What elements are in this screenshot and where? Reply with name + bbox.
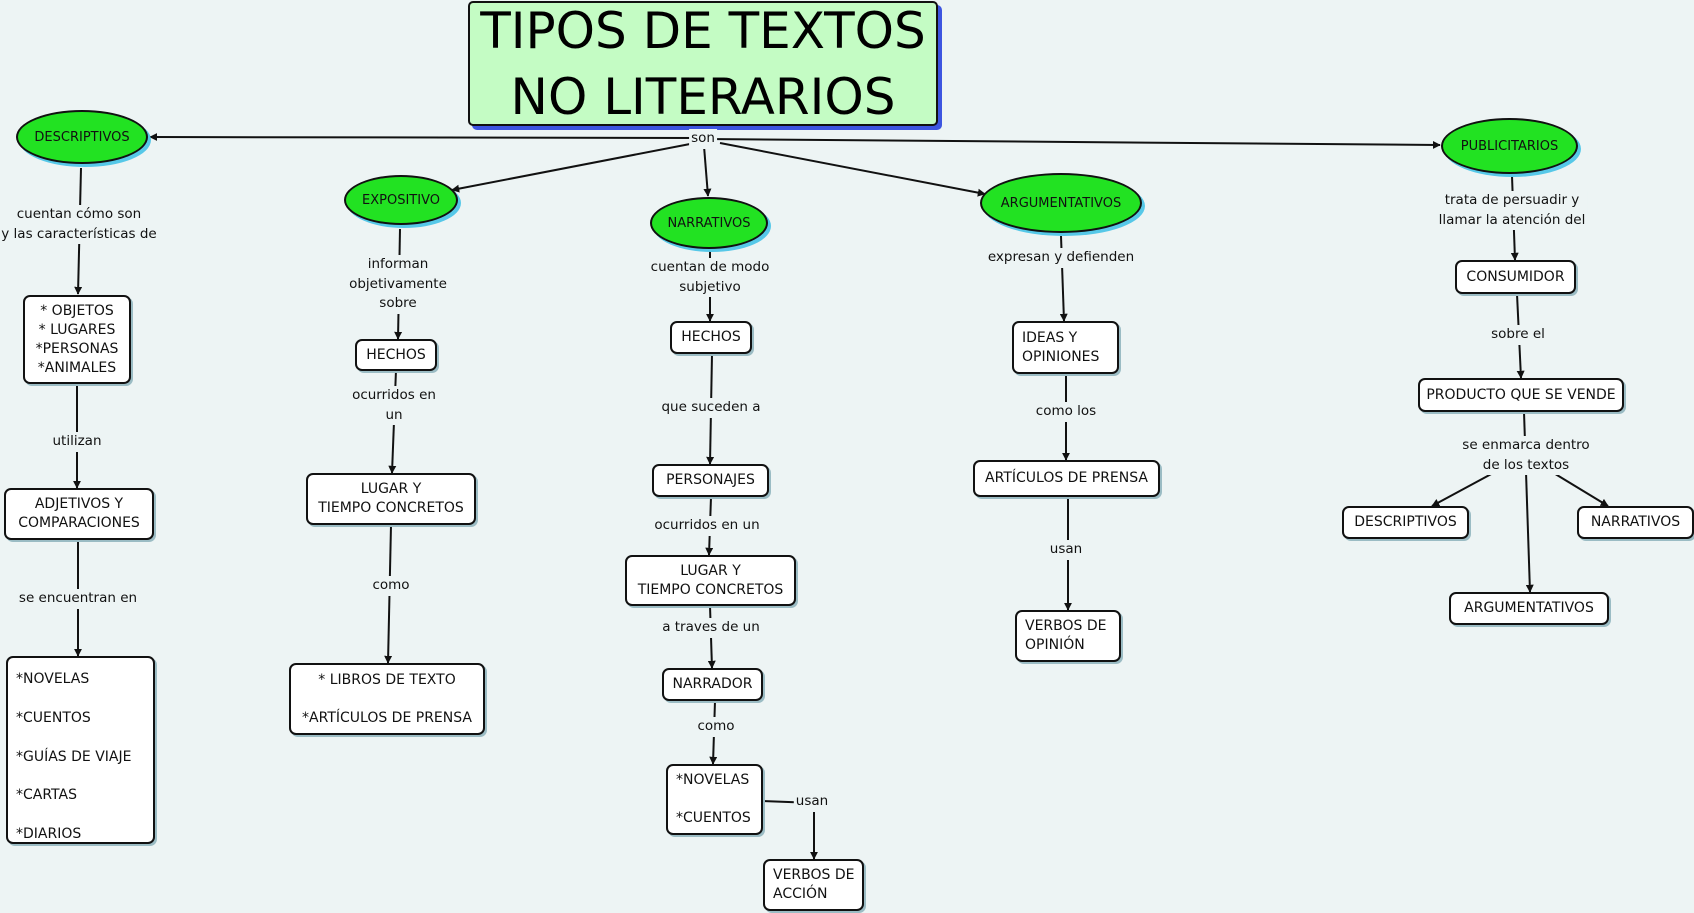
concept-node[interactable]: NARRADOR [662,668,763,701]
link-label: que suceden a [659,398,763,418]
category-expositivo[interactable]: EXPOSITIVO [344,175,458,225]
concept-node[interactable]: HECHOS [670,321,752,354]
link-root-expositivo [451,143,691,193]
link-label: informan objetivamente sobre [347,255,449,314]
link-label: usan [1047,540,1085,560]
category-publicitarios[interactable]: PUBLICITARIOS [1441,118,1578,174]
link-label: se enmarca dentro de los textos [1460,436,1592,475]
link-label: como [695,717,737,737]
concept-node[interactable]: * LIBROS DE TEXTO *ARTÍCULOS DE PRENSA [289,663,485,735]
category-narrativos[interactable]: NARRATIVOS [650,197,768,249]
concept-node[interactable]: PRODUCTO QUE SE VENDE [1418,378,1624,412]
link-label: como [370,576,412,596]
concept-node[interactable]: *NOVELAS *CUENTOS [666,764,763,835]
link-label: como los [1033,402,1099,422]
link-label: ocurridos en un [652,516,762,536]
concept-node[interactable]: LUGAR Y TIEMPO CONCRETOS [625,555,796,606]
concept-node[interactable]: LUGAR Y TIEMPO CONCRETOS [306,473,476,525]
link-root-narrativos [703,145,712,197]
link-root-descriptivos [149,133,701,142]
link-label: utilizan [50,432,104,452]
root-link-label: son [689,129,717,149]
concept-node[interactable]: ARGUMENTATIVOS [1449,592,1609,625]
concept-node[interactable]: NARRATIVOS [1577,506,1694,539]
link-label: trata de persuadir y llamar la atención … [1436,191,1588,230]
concept-node[interactable]: PERSONAJES [652,464,769,497]
concept-node[interactable]: *NOVELAS *CUENTOS *GUÍAS DE VIAJE *CARTA… [6,656,155,844]
concept-node[interactable]: VERBOS DE ACCIÓN [763,859,864,911]
concept-node[interactable]: VERBOS DE OPINIÓN [1015,610,1121,662]
link-label: sobre el [1489,325,1547,345]
link-label: ocurridos en un [350,386,438,425]
category-descriptivos[interactable]: DESCRIPTIVOS [16,110,148,164]
link-label: usan [793,792,831,812]
link-root-argumentativos [719,142,986,197]
link-root-publicitarios [704,138,1441,149]
link-label: cuentan de modo subjetivo [648,258,772,297]
concept-node[interactable]: * OBJETOS * LUGARES *PERSONAS *ANIMALES [23,295,131,384]
concept-node[interactable]: IDEAS Y OPINIONES [1012,321,1119,374]
map-title: TIPOS DE TEXTOS NO LITERARIOS [468,1,938,126]
link-label: expresan y defienden [985,248,1137,268]
concept-node[interactable]: HECHOS [355,339,437,371]
category-argumentativos[interactable]: ARGUMENTATIVOS [980,173,1142,233]
concept-node[interactable]: CONSUMIDOR [1455,260,1576,294]
link-label: cuentan cómo son y las características d… [0,205,159,244]
link-label: se encuentran en [16,589,140,609]
concept-node[interactable]: ARTÍCULOS DE PRENSA [973,460,1160,497]
link-label: a traves de un [660,618,762,638]
concept-node[interactable]: ADJETIVOS Y COMPARACIONES [4,488,154,540]
concept-node[interactable]: DESCRIPTIVOS [1342,506,1469,539]
